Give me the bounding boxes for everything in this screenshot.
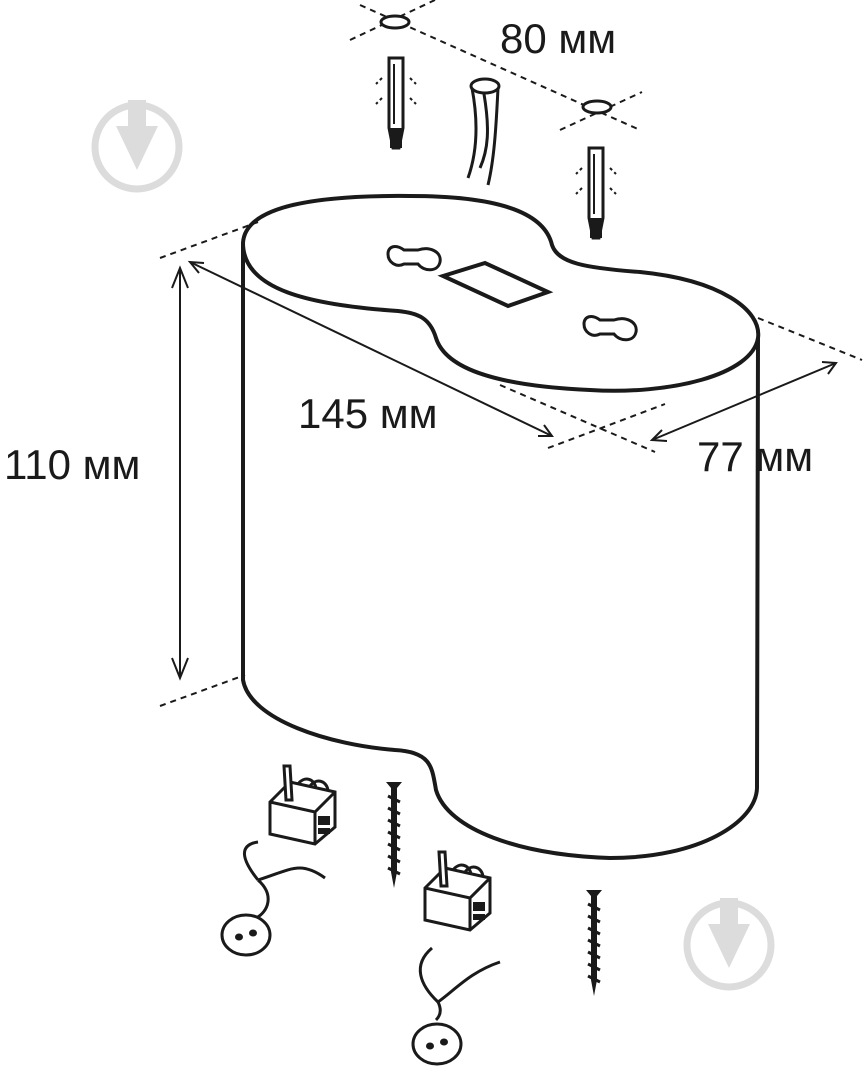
extension-lines bbox=[159, 221, 863, 707]
keyhole-slot-icon bbox=[386, 245, 442, 272]
terminal-icon bbox=[411, 1022, 463, 1066]
wire-icon bbox=[243, 840, 501, 1022]
terminal-connector-icon bbox=[268, 764, 337, 846]
watermark-icon bbox=[91, 100, 183, 193]
label-plate bbox=[437, 260, 554, 309]
screw-icon bbox=[584, 888, 604, 998]
dimension-arrows bbox=[171, 260, 838, 681]
mounting-hole-icon bbox=[379, 14, 411, 30]
watermark-icon bbox=[683, 898, 775, 991]
height-label: 110 мм bbox=[4, 441, 141, 488]
screw-icon bbox=[384, 780, 404, 890]
terminal-icon bbox=[220, 913, 272, 957]
dowel-icon bbox=[374, 56, 418, 150]
terminal-connector-icon bbox=[423, 850, 492, 932]
dowel-icon bbox=[574, 146, 618, 240]
length-label: 145 мм bbox=[298, 390, 438, 437]
mounting-hole-icon bbox=[581, 99, 613, 115]
spacing-label: 80 мм bbox=[500, 15, 617, 62]
depth-label: 77 мм bbox=[697, 433, 814, 480]
cable-icon bbox=[466, 77, 501, 186]
keyhole-slot-icon bbox=[582, 315, 638, 342]
